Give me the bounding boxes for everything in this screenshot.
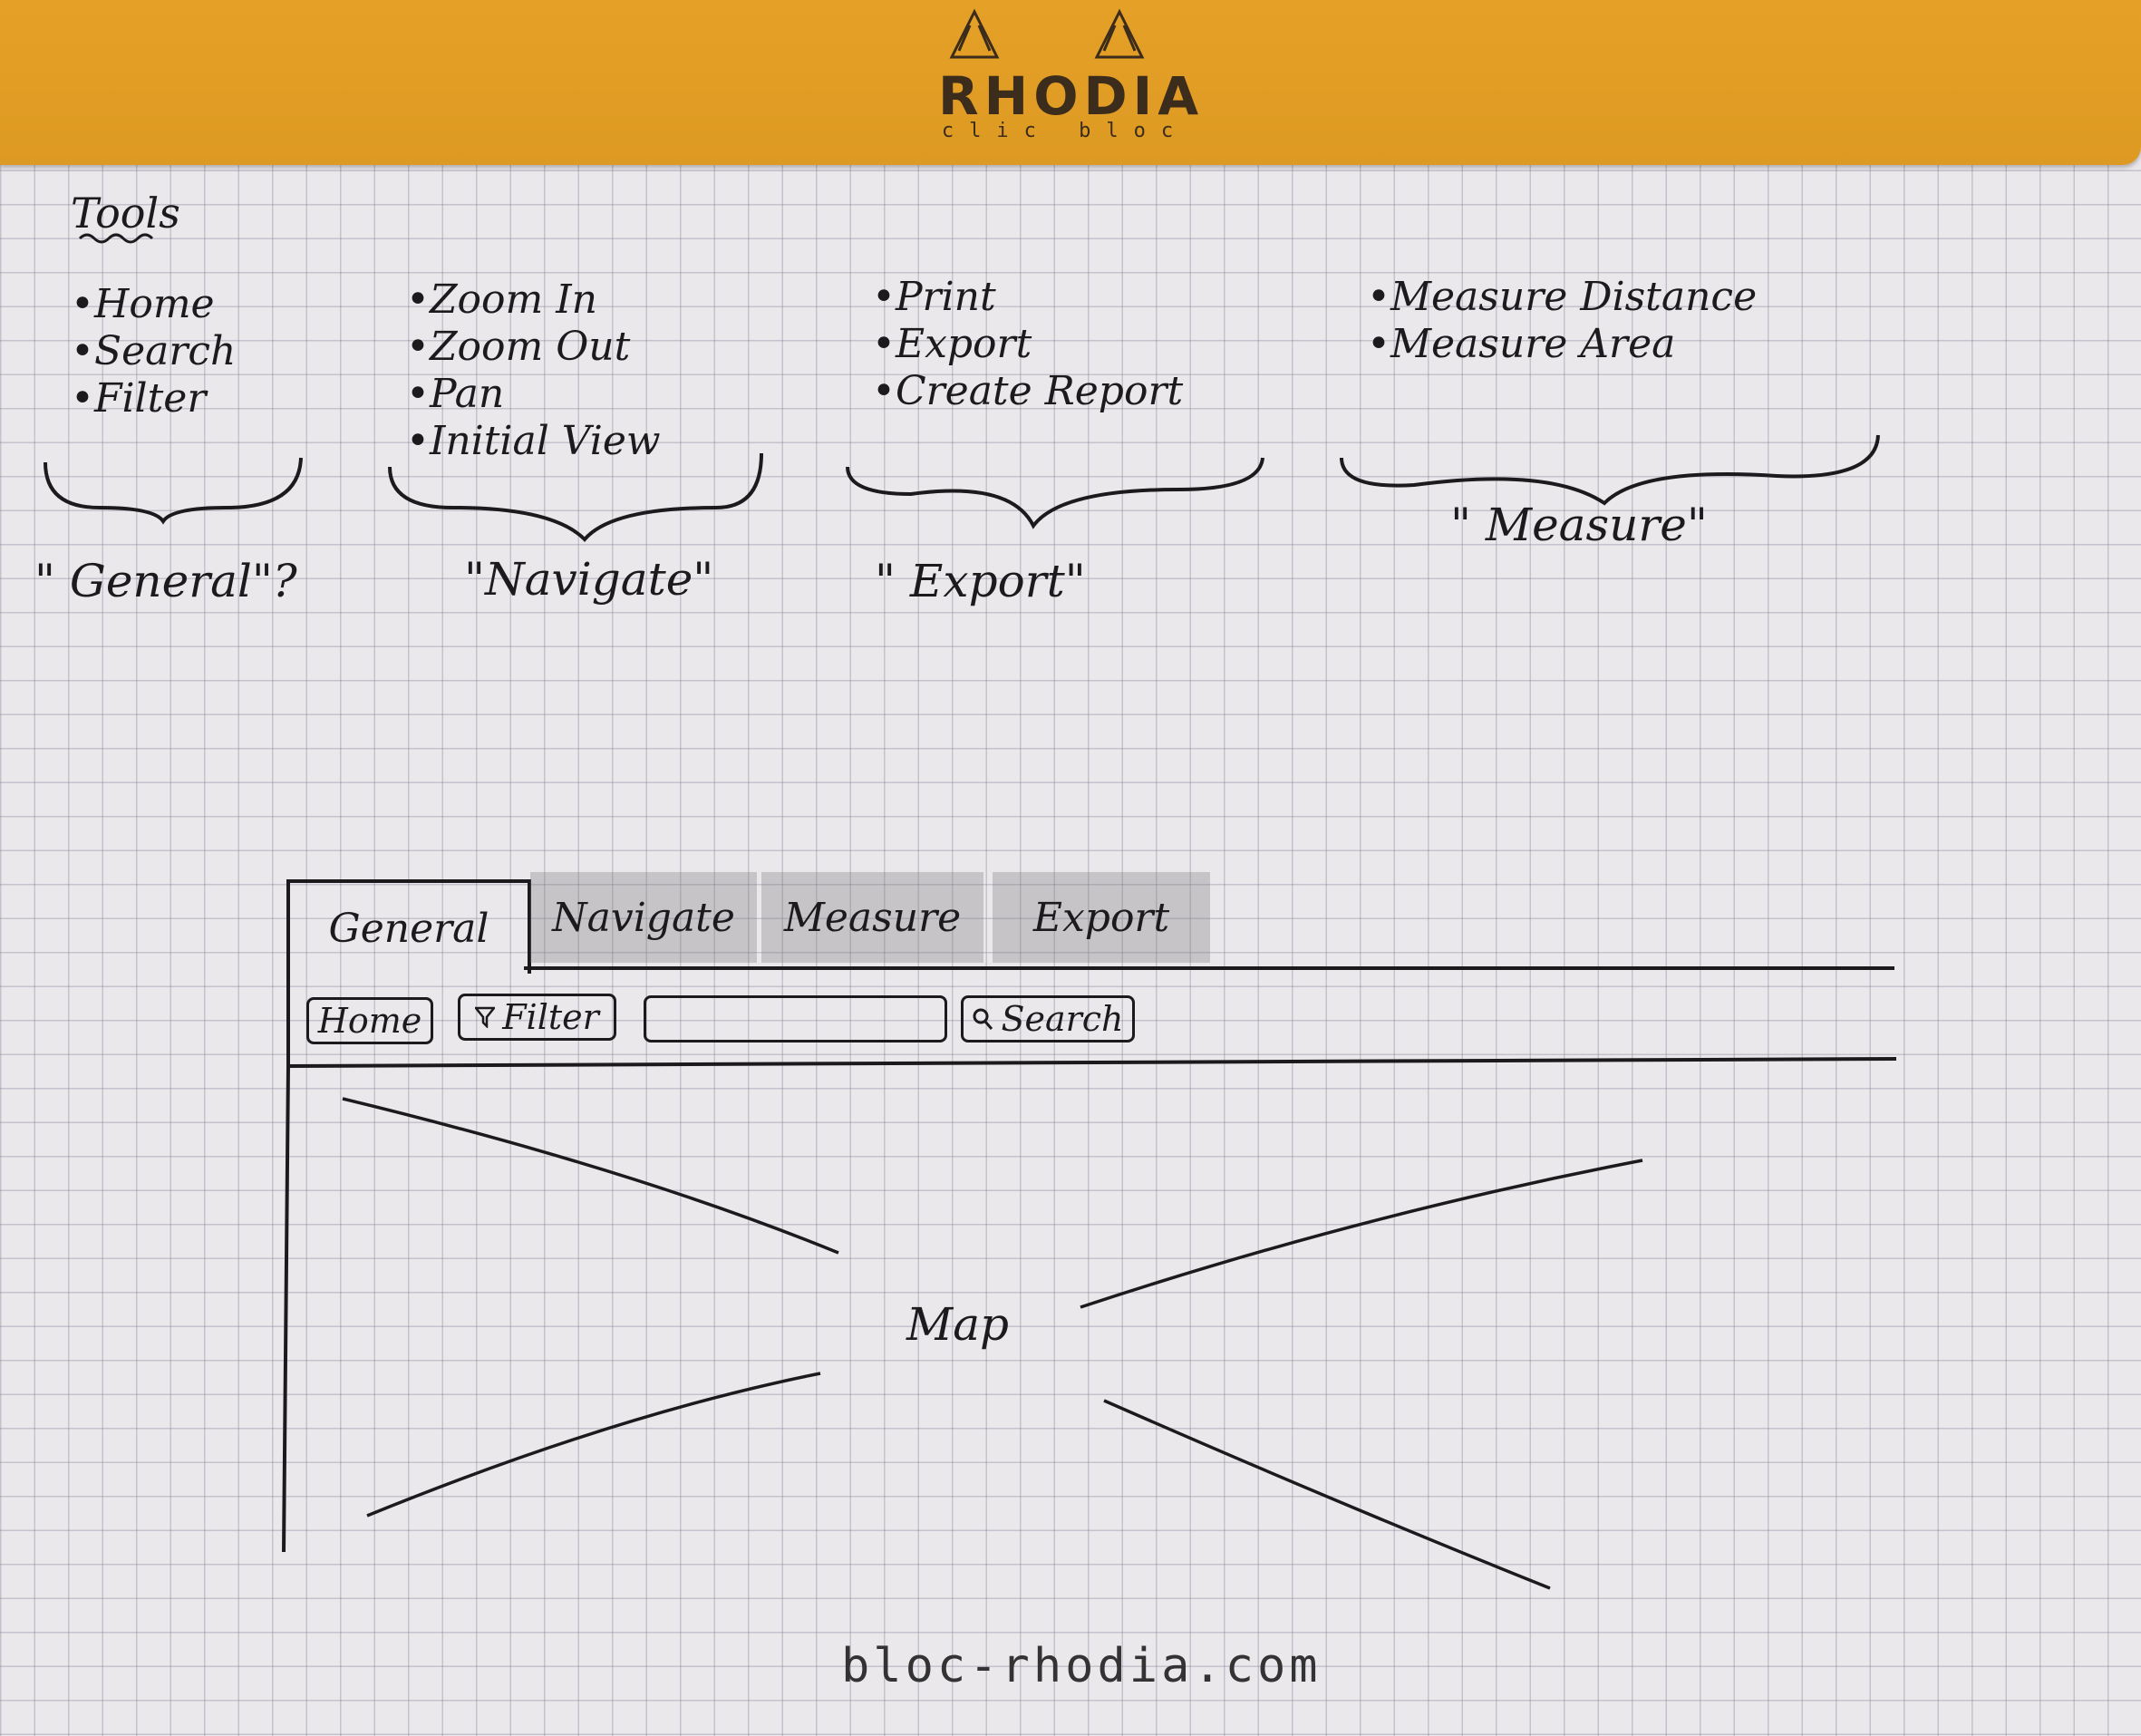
group-label-export: " Export" xyxy=(875,555,1086,607)
list-item: Initial View xyxy=(406,418,661,465)
list-item: Zoom Out xyxy=(406,324,661,371)
tab-export[interactable]: Export xyxy=(993,872,1210,963)
list-item: Measure Distance xyxy=(1367,274,1757,321)
list-item: Export xyxy=(872,321,1183,368)
list-item: Search xyxy=(71,328,236,375)
list-item: Zoom In xyxy=(406,276,661,324)
search-input[interactable] xyxy=(644,995,947,1043)
list-item: Pan xyxy=(406,371,661,418)
list-item: Measure Area xyxy=(1367,321,1757,368)
navigate-notes-list: Zoom In Zoom Out Pan Initial View xyxy=(406,276,661,465)
map-placeholder-label: Map xyxy=(906,1298,1010,1351)
search-button-label: Search xyxy=(1001,999,1124,1039)
funnel-icon xyxy=(475,1006,496,1028)
list-item: Print xyxy=(872,274,1183,321)
list-item: Home xyxy=(71,281,236,328)
group-label-navigate: "Navigate" xyxy=(464,553,714,606)
list-item: Create Report xyxy=(872,368,1183,415)
home-button[interactable]: Home xyxy=(306,997,433,1044)
filter-button[interactable]: Filter xyxy=(458,994,616,1041)
filter-button-label: Filter xyxy=(502,997,599,1037)
group-label-general: " General"? xyxy=(34,555,297,607)
magnifier-icon xyxy=(973,1008,993,1030)
search-button[interactable]: Search xyxy=(961,995,1135,1043)
export-notes-list: Print Export Create Report xyxy=(872,274,1183,415)
home-button-label: Home xyxy=(317,1001,422,1041)
notes-title: Tools xyxy=(71,189,180,238)
list-item: Filter xyxy=(71,375,236,422)
tab-measure[interactable]: Measure xyxy=(761,872,983,963)
group-label-measure: " Measure" xyxy=(1450,499,1708,551)
tab-navigate[interactable]: Navigate xyxy=(530,872,757,963)
measure-notes-list: Measure Distance Measure Area xyxy=(1367,274,1757,368)
tree-logo-icon xyxy=(949,8,1145,59)
brand-tagline: clic bloc xyxy=(941,120,1189,142)
brand-logo: RHODIA xyxy=(938,65,1205,127)
tab-general[interactable]: General xyxy=(286,879,531,974)
footer-url: bloc-rhodia.com xyxy=(841,1639,1322,1693)
general-notes-list: Home Search Filter xyxy=(71,281,236,422)
notepad-cover: RHODIA clic bloc xyxy=(0,0,2141,165)
